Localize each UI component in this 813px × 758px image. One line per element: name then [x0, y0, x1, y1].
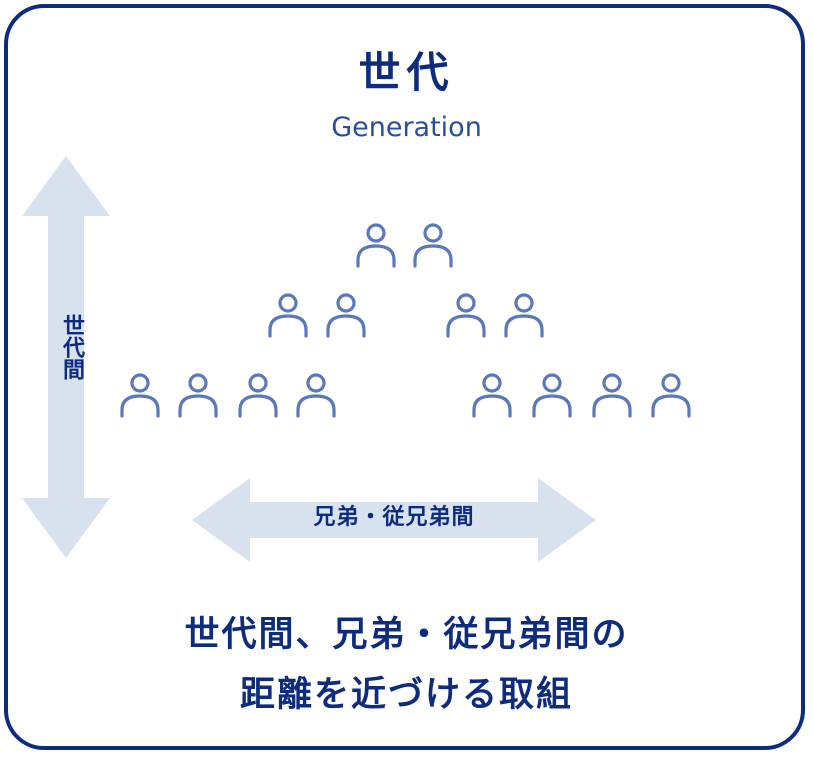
person-icon: [120, 373, 160, 418]
person-icon: [413, 223, 453, 268]
person-icon: [446, 293, 486, 338]
subtitle: Generation: [331, 112, 482, 143]
person-icon: [472, 373, 512, 418]
person-icon: [532, 373, 572, 418]
person-icon: [592, 373, 632, 418]
title: 世代: [358, 48, 455, 97]
person-icon: [178, 373, 218, 418]
person-icon: [296, 373, 336, 418]
people-group: [120, 223, 691, 418]
person-icon: [651, 373, 691, 418]
person-icon: [238, 373, 278, 418]
double-arrow-vertical-icon: [22, 156, 110, 558]
person-icon: [326, 293, 366, 338]
person-icon: [356, 223, 396, 268]
caption-line-1: 世代間、兄弟・従兄弟間の: [184, 615, 629, 655]
caption-line-2: 距離を近づける取組: [239, 675, 573, 715]
person-icon: [268, 293, 308, 338]
person-icon: [504, 293, 544, 338]
generation-gap-label: 世代間: [59, 314, 84, 380]
double-arrow-horizontal-icon: [192, 478, 596, 562]
sibling-cousin-label: 兄弟・従兄弟間: [313, 505, 475, 530]
